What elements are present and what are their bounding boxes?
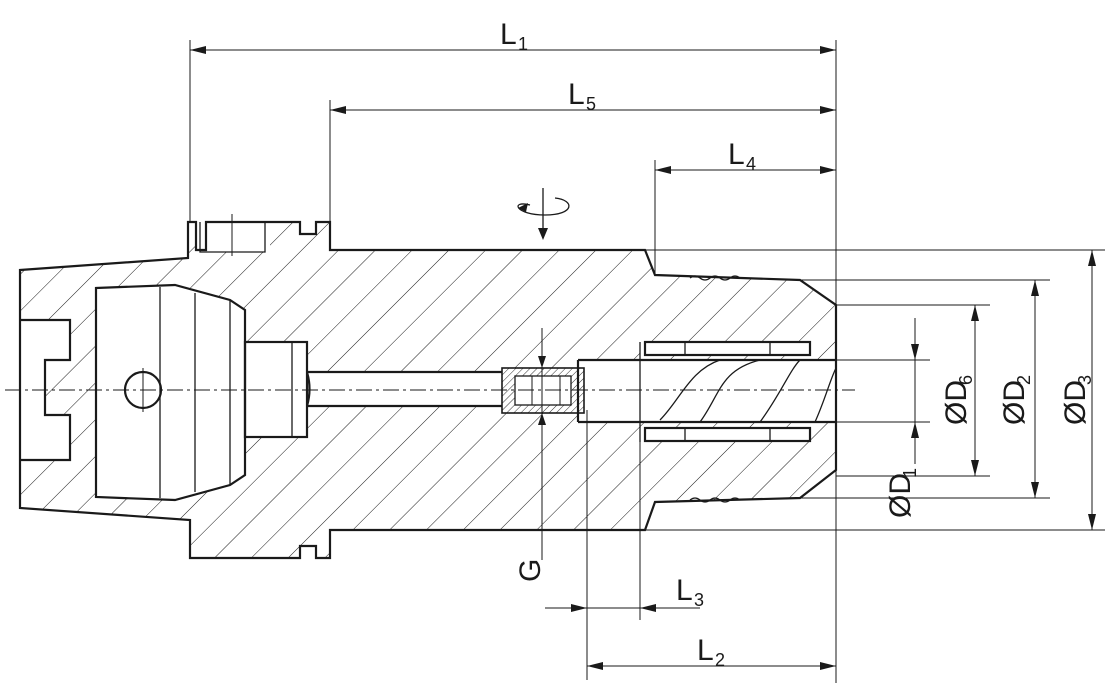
dim-d2-label: ØD	[998, 380, 1031, 425]
dim-l5-sub: 5	[586, 94, 596, 114]
dim-l1: L 1	[190, 18, 836, 54]
dim-g-label: G	[514, 559, 547, 582]
dim-d1: ØD 1	[884, 468, 920, 518]
dim-l3: L 3	[545, 574, 704, 612]
dim-d6: ØD 6	[911, 318, 976, 464]
holder-body	[18, 214, 838, 560]
dim-d1-label: ØD	[884, 473, 917, 518]
extension-lines	[189, 40, 1105, 683]
dim-l2-sub: 2	[715, 650, 725, 670]
dim-l4-label: L	[728, 138, 745, 171]
dim-l3-label: L	[676, 574, 693, 607]
dim-l5-label: L	[568, 78, 585, 111]
dim-g: G	[514, 340, 547, 582]
dim-l2-label: L	[697, 634, 714, 667]
dim-d3: ØD 3	[1059, 250, 1096, 530]
dim-d6-label: ØD	[940, 380, 973, 425]
rotation-arrow-icon	[517, 188, 570, 240]
dim-l3-sub: 3	[694, 590, 704, 610]
dim-l4: L 4	[655, 138, 836, 174]
dim-l4-sub: 4	[746, 154, 756, 174]
dim-d3-sub: 3	[1075, 375, 1095, 385]
dim-d2: ØD 2	[971, 305, 1034, 476]
dim-d6-sub: 6	[956, 375, 976, 385]
dim-d3-label: ØD	[1059, 380, 1092, 425]
dim-l2: L 2	[587, 634, 836, 670]
dim-l1-sub: 1	[518, 34, 528, 54]
dim-l1-label: L	[500, 18, 517, 51]
dim-l5: L 5	[330, 78, 836, 114]
dim-d2-sub: 2	[1014, 375, 1034, 385]
dim-d1-sub: 1	[900, 468, 920, 478]
dim-d-outer	[1031, 280, 1039, 498]
